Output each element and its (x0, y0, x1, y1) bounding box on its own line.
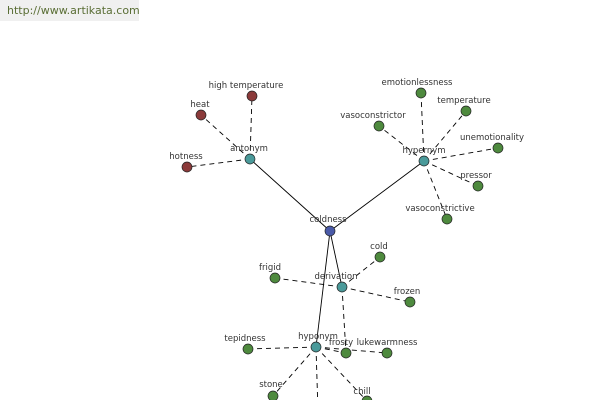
label-tepidness: tepidness (224, 334, 266, 344)
label-temperature: temperature (437, 96, 490, 106)
edge-hypernym-vasoconstrictor (378, 125, 425, 162)
node-cold[interactable] (374, 251, 386, 263)
node-vasoconstrictive[interactable] (441, 213, 453, 225)
node-chill[interactable] (361, 395, 373, 400)
label-frozen: frozen (394, 287, 421, 297)
edge-antonym-high-temperature (249, 95, 253, 160)
node-heat[interactable] (195, 109, 207, 121)
label-emotionlessness: emotionlessness (382, 78, 453, 88)
label-hyponym: hyponym (298, 332, 338, 342)
label-heat: heat (190, 100, 210, 110)
edge-derivation-frigid (274, 277, 343, 288)
label-vasoconstrictor: vasoconstrictor (340, 111, 406, 121)
edge-antonym-heat (200, 114, 251, 160)
edge-derivation-frozen (341, 286, 411, 303)
node-hotness[interactable] (181, 161, 193, 173)
edge-hyponym-lukewarmness (315, 346, 388, 354)
node-stone[interactable] (267, 390, 279, 400)
node-vasoconstrictor[interactable] (373, 120, 385, 132)
edge-coldness-antonym (249, 158, 331, 232)
label-cold: cold (370, 242, 388, 252)
label-hypernym: hypernym (402, 146, 445, 156)
label-frosty: frosty (329, 338, 353, 348)
node-frigid[interactable] (269, 272, 281, 284)
nodes-layer (181, 87, 504, 400)
edge-coldness-hyponym (315, 230, 331, 348)
edge-derivation-frosty (341, 286, 347, 354)
edge-derivation-cold (341, 256, 381, 288)
edge-hyponym-stone (272, 346, 317, 397)
label-hotness: hotness (169, 152, 203, 162)
node-emotionlessness[interactable] (415, 87, 427, 99)
node-antonym[interactable] (244, 153, 256, 165)
label-antonym: antonym (230, 144, 268, 154)
edge-hypernym-pressor (423, 160, 479, 187)
label-lukewarmness: lukewarmness (357, 338, 418, 348)
edge-hypernym-unemotionality (423, 147, 499, 162)
edge-coldness-derivation (329, 230, 343, 288)
edges-layer (186, 92, 499, 400)
label-pressor: pressor (460, 171, 492, 181)
node-hyponym[interactable] (310, 341, 322, 353)
label-unemotionality: unemotionality (460, 133, 524, 143)
labels-layer: coldness antonym hypernym derivation hyponym… (169, 78, 524, 397)
label-high-temperature: high temperature (209, 81, 284, 91)
node-frozen[interactable] (404, 296, 416, 308)
node-unemotionality[interactable] (492, 142, 504, 154)
node-high-temperature[interactable] (246, 90, 258, 102)
node-tepidness[interactable] (242, 343, 254, 355)
label-stone: stone (259, 380, 283, 390)
edge-hyponym-chill (315, 346, 367, 400)
label-coldness: coldness (309, 215, 347, 225)
edge-antonym-hotness (186, 158, 251, 168)
label-vasoconstrictive: vasoconstrictive (405, 204, 474, 214)
edge-coldness-hypernym (329, 160, 425, 232)
label-frigid: frigid (259, 263, 281, 273)
watermark-url: http://www.artikata.com (0, 0, 140, 21)
node-lukewarmness[interactable] (381, 347, 393, 359)
edge-hyponym-offscreen-below (315, 346, 319, 400)
node-frosty[interactable] (340, 347, 352, 359)
edge-hypernym-vasoconstrictive (423, 160, 448, 220)
node-pressor[interactable] (472, 180, 484, 192)
edge-hyponym-tepidness (247, 346, 317, 350)
edge-hypernym-emotionlessness (420, 92, 425, 162)
edge-hypernym-temperature (423, 110, 467, 162)
label-derivation: derivation (314, 272, 357, 282)
node-temperature[interactable] (460, 105, 472, 117)
label-chill: chill (353, 387, 370, 397)
node-coldness[interactable] (324, 225, 336, 237)
node-derivation[interactable] (336, 281, 348, 293)
node-hypernym[interactable] (418, 155, 430, 167)
